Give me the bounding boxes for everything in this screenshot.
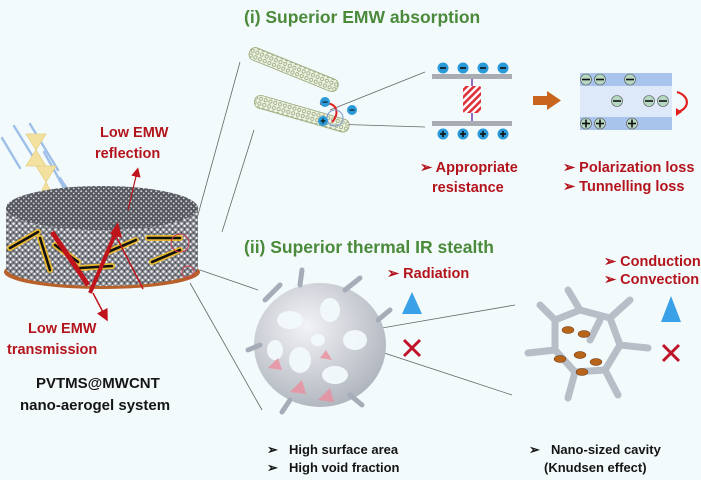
transmission-label-line2: transmission — [7, 342, 97, 358]
aerogel-disk — [4, 186, 200, 289]
resistance-label-line2: resistance — [432, 180, 504, 196]
porous-aerogel-structure — [245, 267, 393, 415]
radiation-label: ➢ Radiation — [387, 266, 469, 282]
blocked-x-icon — [661, 343, 681, 363]
positive-charges — [437, 128, 509, 140]
carbon-nanotubes — [248, 47, 350, 133]
system-label-line2: nano-aerogel system — [20, 397, 170, 414]
radiation-arrow-icon — [402, 292, 422, 390]
knudsen-effect-label: (Knudsen effect) — [544, 460, 647, 475]
connector-line — [369, 304, 516, 331]
void-fraction-label: High void fraction — [289, 460, 400, 475]
connector-line — [189, 282, 263, 411]
connector-line — [329, 71, 426, 111]
section-ii-title: (ii) Superior thermal IR stealth — [244, 237, 494, 257]
svg-text:−: − — [349, 106, 355, 117]
connector-line — [199, 269, 259, 291]
connector-line — [195, 61, 241, 223]
polarization-loss-label: ➢ Polarization loss — [563, 160, 694, 176]
tunnelling-loss-label: ➢ Tunnelling loss — [563, 179, 684, 195]
nano-cavity-label: Nano-sized cavity — [551, 442, 662, 457]
polarization-diagram — [580, 73, 688, 130]
negative-charges — [437, 62, 509, 74]
svg-text:+: + — [320, 117, 326, 128]
section-i-title: (i) Superior EMW absorption — [244, 7, 480, 27]
bullet: ➢ — [267, 442, 279, 457]
bullet: ➢ — [529, 442, 541, 457]
cnt-charges: − − + — [318, 97, 357, 128]
transmission-label-line1: Low EMW — [28, 321, 97, 337]
surface-area-label: High surface area — [289, 442, 399, 457]
blocked-x-icon — [402, 338, 422, 358]
system-label-line1: PVTMS@MWCNT — [36, 375, 160, 392]
emw-arrows — [49, 167, 144, 322]
transition-arrow-icon — [533, 91, 561, 110]
reflection-label-line2: reflection — [95, 146, 160, 162]
em-wave-icon — [0, 122, 74, 199]
conduction-label: ➢ Conduction — [604, 254, 701, 270]
resistance-label-line1: ➢ Appropriate — [420, 160, 518, 176]
svg-text:−: − — [322, 98, 328, 109]
reflection-label-line1: Low EMW — [100, 125, 169, 141]
bullet: ➢ — [267, 460, 279, 475]
resistance-diagram — [432, 62, 512, 140]
nano-cavity-structure — [524, 286, 652, 402]
connector-line — [221, 129, 255, 233]
convection-label: ➢ Convection — [604, 272, 699, 288]
conduction-arrow-icon — [661, 296, 681, 390]
